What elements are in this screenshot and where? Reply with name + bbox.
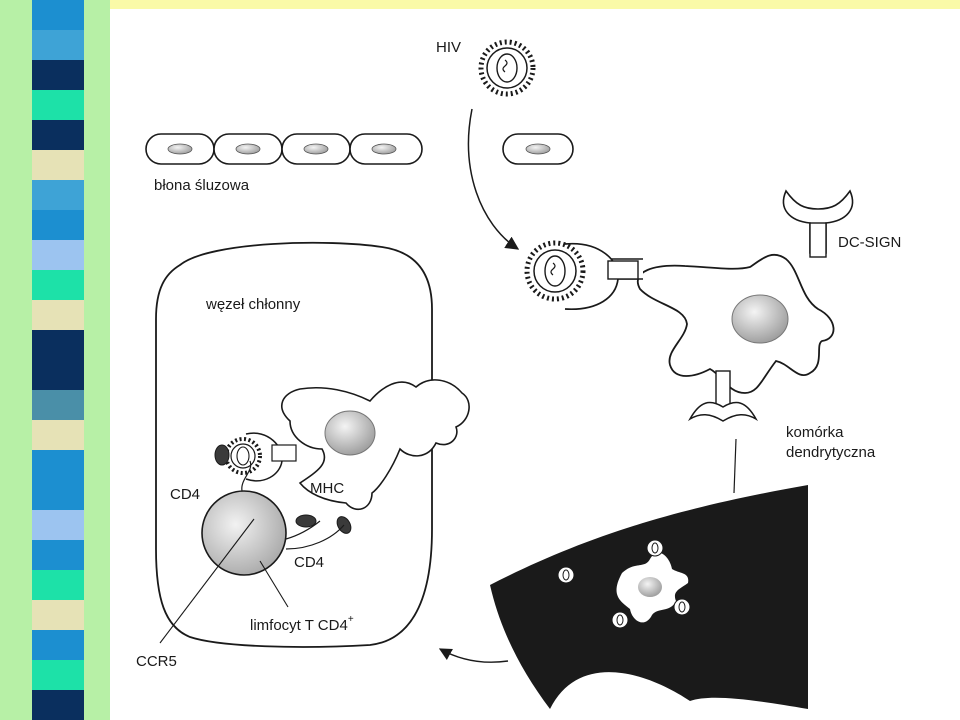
lymphocyte-pointer-line (259, 560, 289, 608)
ccr5-label: CCR5 (136, 653, 177, 670)
lymphocyte-label: limfocyt T CD4+ (250, 614, 354, 634)
sidebar-stripe-column (32, 0, 84, 720)
hiv-virion-bound (524, 240, 586, 302)
slide-top-bar (110, 0, 960, 9)
sidebar-stripe (32, 210, 84, 240)
sidebar-stripe (32, 300, 84, 330)
dc-sign-label: DC-SIGN (838, 234, 901, 251)
dendritic-lower-receptor (687, 370, 759, 422)
sidebar-stripe (32, 420, 84, 450)
tissue-virions (557, 539, 691, 629)
arrow-to-dendritic-cell (467, 108, 520, 250)
dc-sign-receptor (782, 189, 854, 258)
dendritic-label-2: dendrytyczna (786, 444, 876, 461)
hiv-virion-free (478, 39, 536, 97)
hiv-infection-diagram: błona śluzowa HIV DC-SIGN komórka dendry… (136, 39, 901, 709)
sidebar-stripe (32, 270, 84, 300)
sidebar-stripe (32, 240, 84, 270)
sidebar-stripe (32, 690, 84, 720)
tissue-dendritic-cell (616, 552, 689, 623)
cd4-top-label: CD4 (170, 486, 200, 503)
sidebar-stripe (32, 180, 84, 210)
sidebar-stripe (32, 30, 84, 60)
dendritic-label-1: komórka (786, 424, 844, 441)
cd4-receptor-top (214, 444, 230, 466)
arrow-to-lymph-node (438, 648, 509, 663)
sidebar-stripe (32, 150, 84, 180)
mucosa-cells (145, 133, 574, 165)
mhc-label: MHC (310, 480, 344, 497)
sidebar-stripe (32, 570, 84, 600)
sidebar-stripe (32, 540, 84, 570)
ccr5-pointer-line (159, 518, 255, 644)
cd4-bottom-label: CD4 (294, 554, 324, 571)
lymph-node-label: węzeł chłonny (205, 296, 301, 313)
sidebar-stripe (32, 450, 84, 480)
sidebar-stripe (32, 390, 84, 420)
lymphocyte-label-text: limfocyt T CD4 (250, 617, 348, 634)
sidebar-stripe (32, 0, 84, 30)
sidebar-stripe (32, 60, 84, 90)
sidebar-stripe (32, 510, 84, 540)
slide-sidebar (0, 0, 110, 720)
sidebar-stripe (32, 360, 84, 390)
hiv-label: HIV (436, 39, 461, 56)
sidebar-stripe (32, 330, 84, 360)
sidebar-stripe (32, 630, 84, 660)
mhc-molecule (295, 514, 317, 528)
sidebar-stripe (32, 90, 84, 120)
lymph-dendritic-cell (281, 379, 470, 511)
sidebar-stripe (32, 600, 84, 630)
lymph-hiv-virion (224, 437, 262, 475)
lymphocyte-label-sup: + (348, 614, 354, 625)
mucosa-label: błona śluzowa (154, 177, 250, 194)
sidebar-stripe (32, 660, 84, 690)
lymph-node (155, 241, 433, 648)
dendritic-pointer-line (733, 438, 737, 494)
sidebar-stripe (32, 480, 84, 510)
sidebar-stripe (32, 120, 84, 150)
